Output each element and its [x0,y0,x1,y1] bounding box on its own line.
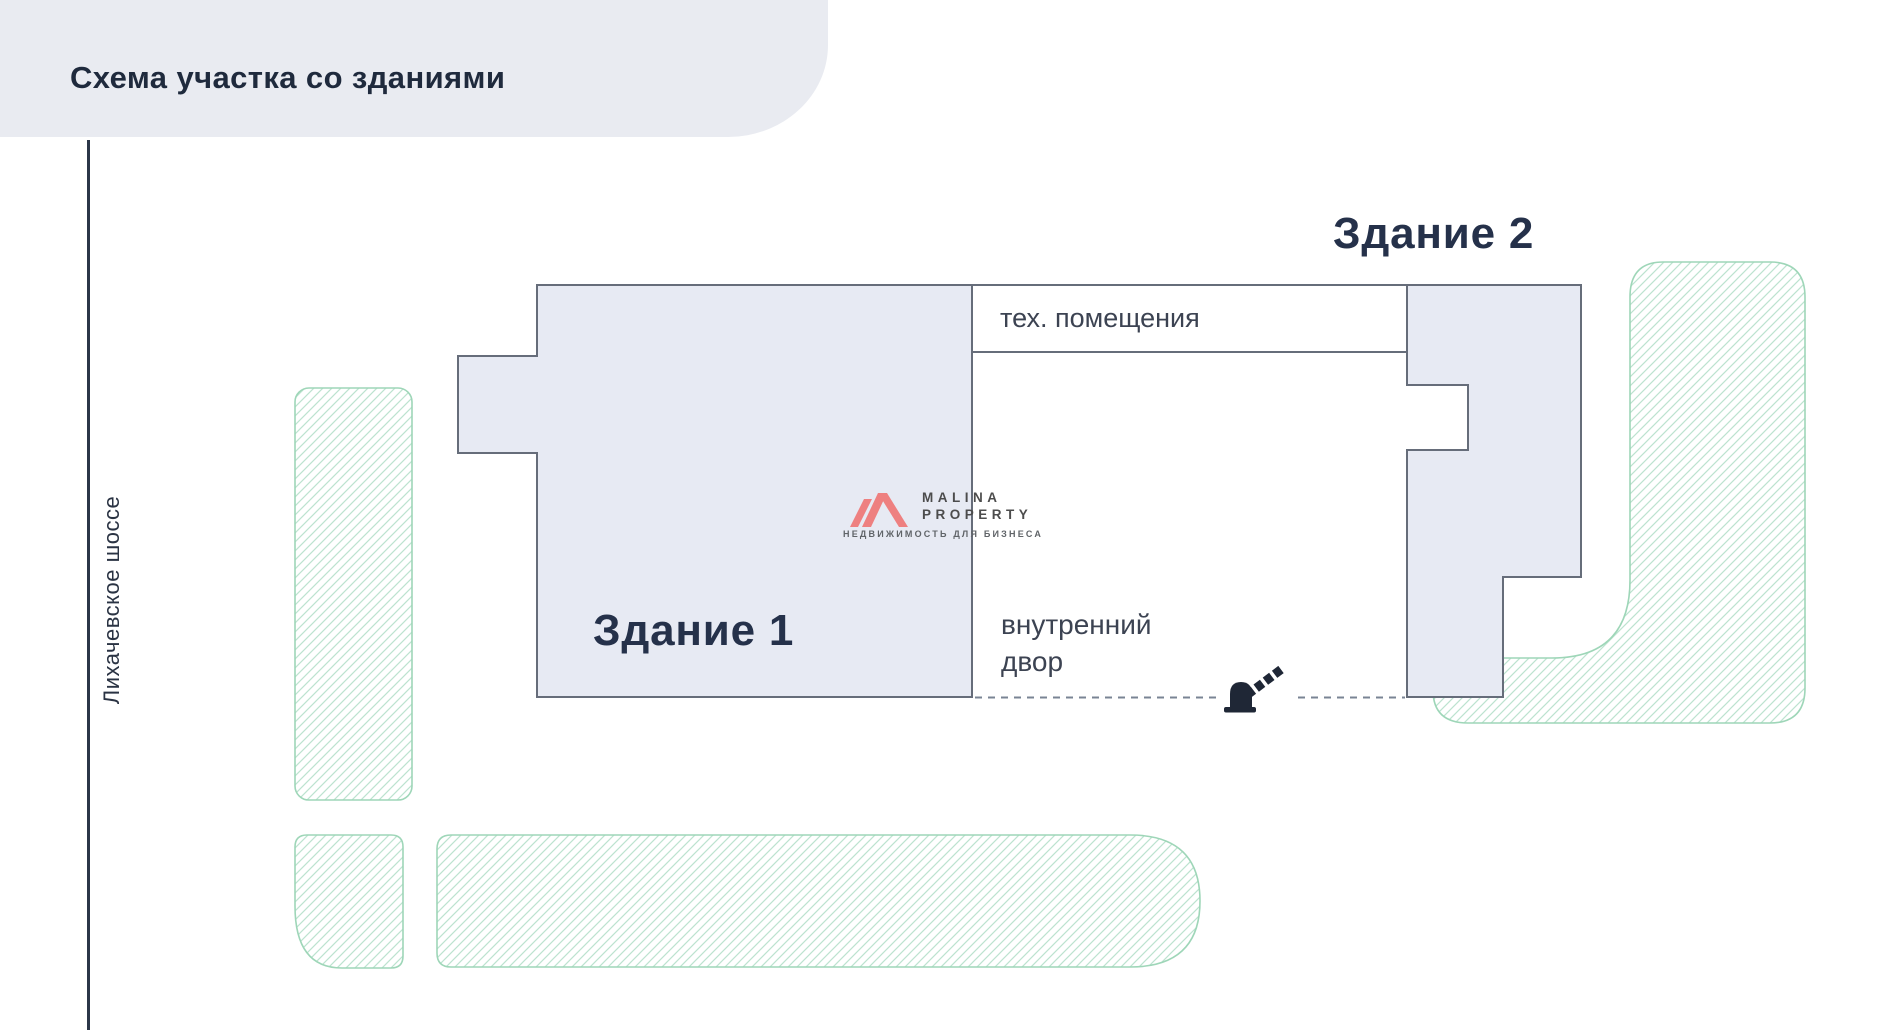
building-1-label: Здание 1 [593,606,795,655]
parking-zone-bottom-small [294,834,404,969]
parking-zone-left [294,387,413,801]
header-band [0,0,828,137]
logo-tagline: НЕДВИЖИМОСТЬ ДЛЯ БИЗНЕСА [843,529,1044,539]
logo-name-line2: PROPERTY [922,507,1033,522]
parking-zone-bottom-long [436,834,1201,968]
malina-logo-mark-icon [850,493,908,527]
building-2-shape [1406,284,1582,698]
boom-barrier-icon [1224,664,1286,713]
courtyard-label: внутренний двор [1001,609,1152,677]
building-2-label: Здание 2 [1333,209,1535,258]
tech-rooms-label: тех. помещения [1000,303,1200,333]
page-title: Схема участка со зданиями [70,60,506,95]
logo-name-line1: MALINA [922,490,1002,505]
malina-property-logo: MALINA PROPERTY НЕДВИЖИМОСТЬ ДЛЯ БИЗНЕСА [843,487,1043,545]
building-1-shape [457,284,973,698]
road-name-label: Лихачевское шоссе [99,495,124,705]
